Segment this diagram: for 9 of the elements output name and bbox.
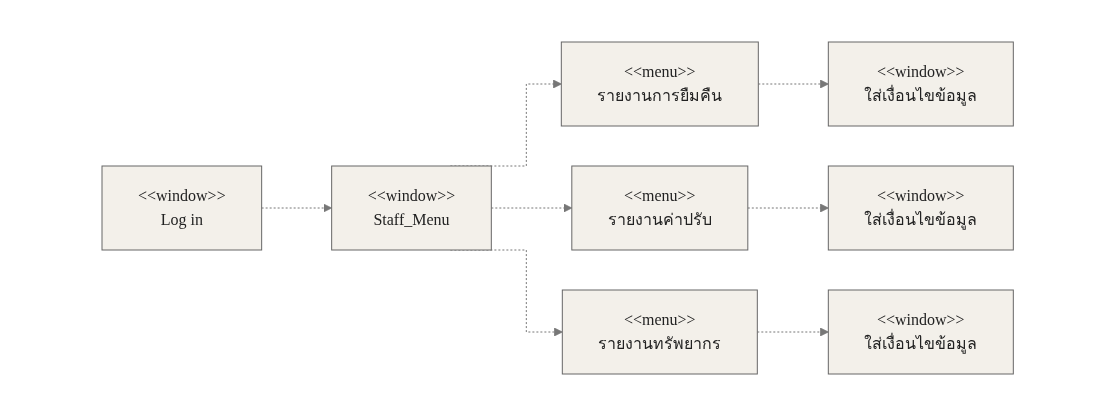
node-box: <<window>> ใส่เงื่อนไขข้อมูล [828,41,1015,126]
node-box: <<menu>> รายงานการยืมคืน [561,41,760,126]
node-box: <<window>> ใส่เงื่อนไขข้อมูล [828,289,1015,374]
node-box: <<window>> ใส่เงื่อนไขข้อมูล [828,165,1015,250]
node-box: <<menu>> รายงานทรัพยากร [562,289,759,374]
arrow [491,203,573,212]
node-box: <<window>> Staff_Menu [331,165,493,250]
node-box: <<window>> Log in [101,165,263,250]
node-box: <<menu>> รายงานค่าปรับ [571,165,749,250]
